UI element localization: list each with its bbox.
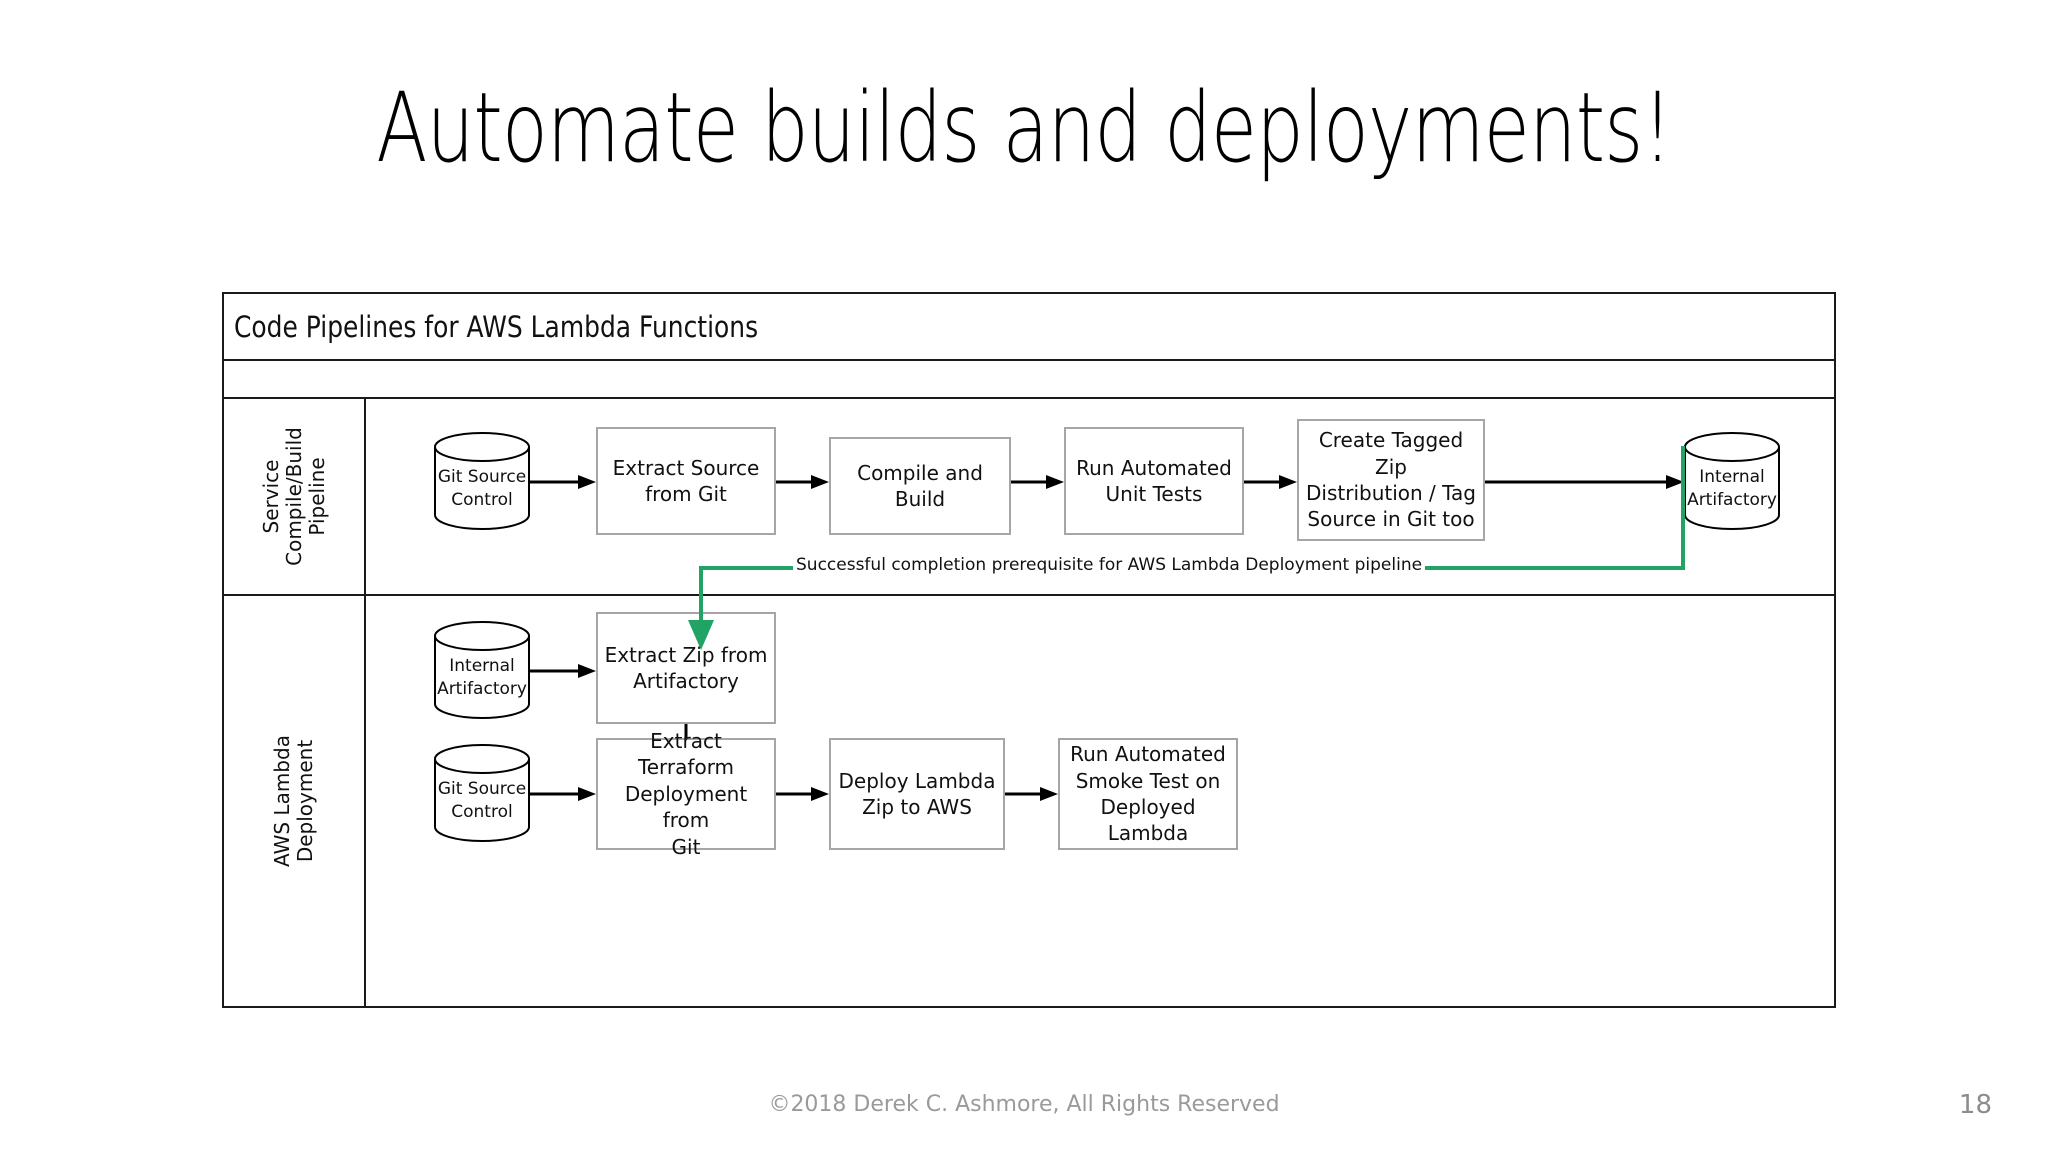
node-git-source-control-1[interactable]: Git Source Control: [434, 432, 530, 530]
page-title: Automate builds and deployments!: [376, 72, 1672, 184]
diagram-header-title: Code Pipelines for AWS Lambda Functions: [234, 309, 759, 344]
connector-artifactory-to-extract-zip: [530, 664, 596, 678]
connector-terraform-to-deploy: [776, 787, 829, 801]
pipeline-diagram: Code Pipelines for AWS Lambda Functions …: [222, 292, 1836, 1008]
node-extract-zip-from-artifactory[interactable]: Extract Zip from Artifactory: [596, 612, 776, 724]
node-run-automated-unit-tests[interactable]: Run Automated Unit Tests: [1064, 427, 1244, 535]
diagram-subheader-band: [224, 361, 1834, 399]
copyright-text: ©2018 Derek C. Ashmore, All Rights Reser…: [768, 1092, 1280, 1117]
node-deploy-lambda-zip-to-aws[interactable]: Deploy Lambda Zip to AWS: [829, 738, 1005, 850]
connector-unit-tests-to-create-zip: [1244, 475, 1297, 489]
connector-create-zip-to-artifactory: [1485, 475, 1684, 489]
swimlane-label-aws-lambda-deployment: AWS Lambda Deployment: [270, 735, 317, 867]
node-extract-source-from-git[interactable]: Extract Source from Git: [596, 427, 776, 535]
swimlane-aws-lambda-deployment: AWS Lambda Deployment Internal Artifacto…: [224, 596, 1834, 1006]
swimlane-label-cell-2: AWS Lambda Deployment: [224, 596, 366, 1006]
diagram-header: Code Pipelines for AWS Lambda Functions: [224, 294, 1834, 361]
swimlane-body-2: Internal Artifactory Extract Zip from Ar…: [366, 596, 1834, 1006]
connector-deploy-to-smoke-test: [1005, 787, 1058, 801]
node-extract-terraform-deployment[interactable]: Extract Terraform Deployment from Git: [596, 729, 776, 859]
swimlane-label-service-compile-build: Service Compile/Build Pipeline: [258, 427, 329, 566]
swimlane-label-cell-1: Service Compile/Build Pipeline: [224, 399, 366, 594]
page-number: 18: [1958, 1090, 1992, 1120]
node-internal-artifactory-2[interactable]: Internal Artifactory: [434, 621, 530, 719]
connector-git2-to-terraform: [530, 787, 596, 801]
node-run-automated-smoke-test[interactable]: Run Automated Smoke Test on Deployed Lam…: [1058, 738, 1238, 850]
connector-git-to-extract-source: [530, 475, 596, 489]
node-git-source-control-2[interactable]: Git Source Control: [434, 744, 530, 842]
node-compile-and-build[interactable]: Compile and Build: [829, 437, 1011, 535]
connector-compile-to-unit-tests: [1011, 475, 1064, 489]
connector-extract-to-compile: [776, 475, 829, 489]
connector-label-prerequisite: Successful completion prerequisite for A…: [793, 555, 1426, 575]
node-create-tagged-zip-distribution[interactable]: Create Tagged Zip Distribution / Tag Sou…: [1297, 419, 1485, 541]
node-internal-artifactory-1[interactable]: Internal Artifactory: [1684, 432, 1780, 530]
